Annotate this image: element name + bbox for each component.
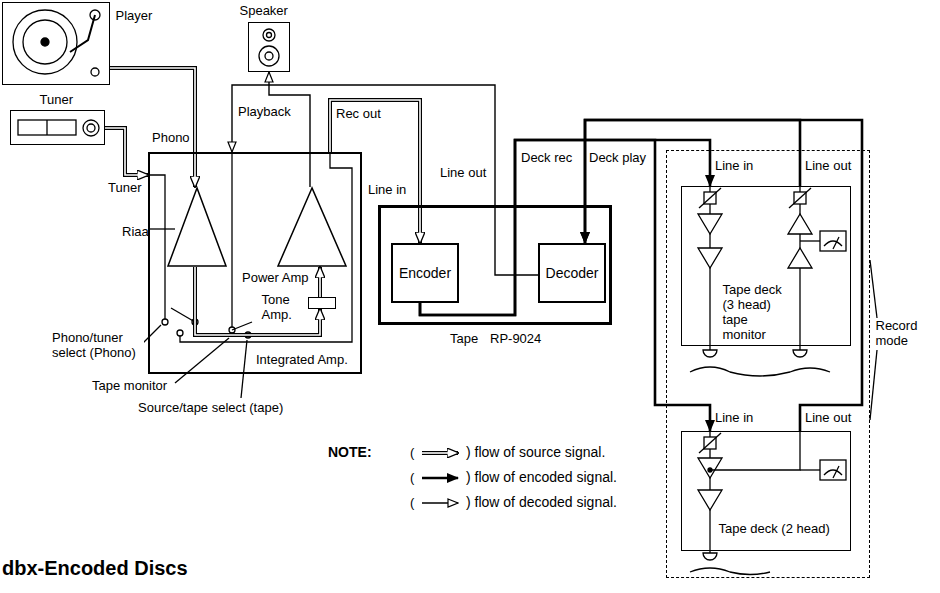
amplifier-triangle: Power Amp	[277, 187, 347, 267]
unit-box: Tone Amp.	[308, 297, 336, 309]
legend-row: ) flow of source signal.	[418, 445, 678, 463]
node-label: Power Amp	[242, 270, 308, 285]
leader-line	[150, 228, 175, 229]
signal-label: Line out	[805, 158, 851, 173]
leader-line	[241, 340, 247, 398]
signal-label: Playback	[238, 104, 291, 119]
unit-box: Decoder	[538, 243, 606, 303]
node-label: RP-9024	[490, 331, 541, 346]
node-label: Tuner	[40, 92, 73, 107]
signal-label: Deck play	[589, 150, 646, 165]
signal-path-group	[585, 120, 800, 243]
mode-region: Record modeTape deck (3 head) tape monit…	[666, 150, 870, 578]
legend-line	[422, 502, 458, 503]
signal-connector	[105, 128, 148, 175]
signal-connector-inner	[195, 267, 320, 335]
amplifier-symbol	[168, 188, 226, 266]
signal-label: Tuner	[108, 180, 141, 195]
turntable-art	[13, 10, 100, 76]
legend-swatch	[418, 495, 462, 511]
signal-path-group	[330, 100, 420, 243]
unit-box: Speaker	[248, 22, 290, 72]
signal-label: Phono/tuner select (Phono)	[52, 330, 144, 360]
legend-line	[422, 477, 458, 480]
unit-box: Player	[2, 2, 110, 85]
signal-connector	[232, 85, 538, 275]
legend-row: ) flow of decoded signal.	[418, 495, 678, 513]
triangle-outline	[277, 187, 347, 267]
unit-box: Tape deck (3 head) tape monitor	[681, 186, 851, 346]
legend-swatch	[418, 470, 462, 486]
signal-connector	[269, 72, 310, 187]
signal-label: Line out	[440, 165, 486, 180]
signal-connector	[318, 267, 322, 297]
unit-box: Integrated Amp.RiaaPower AmpTone Amp.	[148, 152, 362, 374]
signal-path-group	[232, 85, 538, 275]
signal-connector	[585, 120, 862, 431]
node-label: Player	[116, 8, 153, 23]
legend-text: ) flow of source signal.	[466, 445, 605, 460]
signal-connector	[195, 267, 320, 335]
signal-label: NOTE:	[328, 445, 372, 460]
signal-connector	[330, 100, 420, 243]
node-label: Speaker	[240, 3, 288, 18]
signal-label: (	[410, 495, 414, 510]
signal-path-group	[585, 120, 862, 431]
speaker-art	[259, 29, 279, 66]
legend-line-inner	[422, 452, 448, 454]
deck-2-head-art	[690, 430, 846, 575]
signal-label: Line in	[715, 410, 753, 425]
signal-connector-inner	[319, 277, 321, 297]
unit-box: Encoder	[391, 243, 459, 303]
node-label: Encoder	[399, 266, 451, 281]
legend-swatch	[418, 445, 462, 461]
leader-line	[175, 338, 229, 383]
legend-row: ) flow of encoded signal.	[418, 470, 678, 488]
signal-path-group	[195, 267, 320, 335]
signal-connector	[585, 120, 800, 243]
unit-box: TapeRP-9024EncoderDecoder	[378, 205, 612, 325]
signal-path-group	[320, 267, 321, 297]
signal-connector-inner	[330, 100, 420, 233]
signal-connector-inner	[110, 68, 195, 177]
signal-label: Tape monitor	[92, 378, 167, 393]
signal-label: Line in	[715, 158, 753, 173]
signal-label: Rec out	[336, 106, 381, 121]
amp-wiring	[140, 152, 352, 398]
signal-connector-inner	[105, 128, 138, 175]
unit-box: Tape deck (2 head)	[681, 431, 851, 551]
signal-label: Source/tape select (tape)	[138, 400, 283, 415]
signal-label: (	[410, 445, 414, 460]
signal-label: Phono	[152, 130, 190, 145]
node-label: Riaa	[122, 224, 149, 239]
amplifier-triangle: Riaa	[167, 187, 227, 267]
node-label: Tape deck (2 head)	[719, 521, 847, 536]
signal-label: Line out	[805, 410, 851, 425]
signal-path-group	[105, 128, 148, 175]
triangle-outline	[167, 187, 227, 267]
signal-label: Line in	[368, 182, 406, 197]
signal-label: (	[410, 470, 414, 485]
node-label: Tone Amp.	[262, 292, 302, 322]
node-label: Decoder	[546, 266, 599, 281]
amplifier-symbol	[278, 188, 346, 266]
legend-line	[422, 451, 458, 455]
signal-label: Deck rec	[521, 150, 572, 165]
signal-path-group	[269, 72, 310, 187]
node-label: Record mode	[876, 318, 930, 348]
legend-text: ) flow of encoded signal.	[466, 470, 617, 485]
node-label: Tape	[450, 331, 478, 346]
unit-box: Tuner	[10, 110, 105, 145]
node-label: Integrated Amp.	[256, 352, 348, 367]
deck-3-head-art	[690, 185, 846, 376]
section-heading: dbx-Encoded Discs	[2, 556, 188, 580]
tuner-art	[18, 120, 99, 136]
node-label: Tape deck (3 head) tape monitor	[723, 282, 789, 342]
legend-text: ) flow of decoded signal.	[466, 495, 617, 510]
